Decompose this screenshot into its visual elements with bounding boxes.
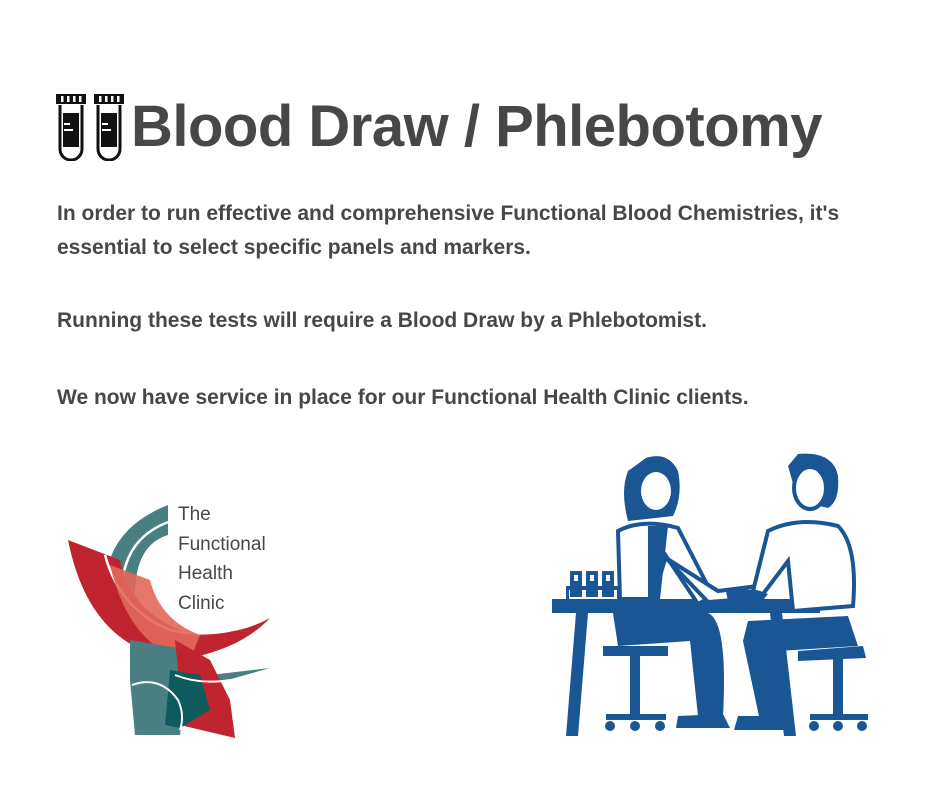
logo-line: The	[178, 504, 211, 525]
service-paragraph: We now have service in place for our Fun…	[57, 386, 749, 409]
clinic-logo-text: The Functional Health Clinic	[178, 500, 266, 618]
test-tube-rack-icon	[566, 571, 620, 602]
test-tubes-icon	[55, 93, 125, 161]
page-header: Blood Draw / Phlebotomy	[55, 92, 823, 162]
intro-paragraph: In order to run effective and comprehens…	[57, 202, 840, 259]
phlebotomy-illustration	[552, 453, 868, 736]
logo-line: Health	[178, 563, 233, 584]
logo-line: Clinic	[178, 592, 225, 614]
page-title: Blood Draw / Phlebotomy	[131, 94, 823, 159]
clinic-logo-mark	[68, 505, 270, 738]
requirement-paragraph: Running these tests will require a Blood…	[57, 309, 707, 332]
logo-line: Functional	[178, 533, 266, 555]
